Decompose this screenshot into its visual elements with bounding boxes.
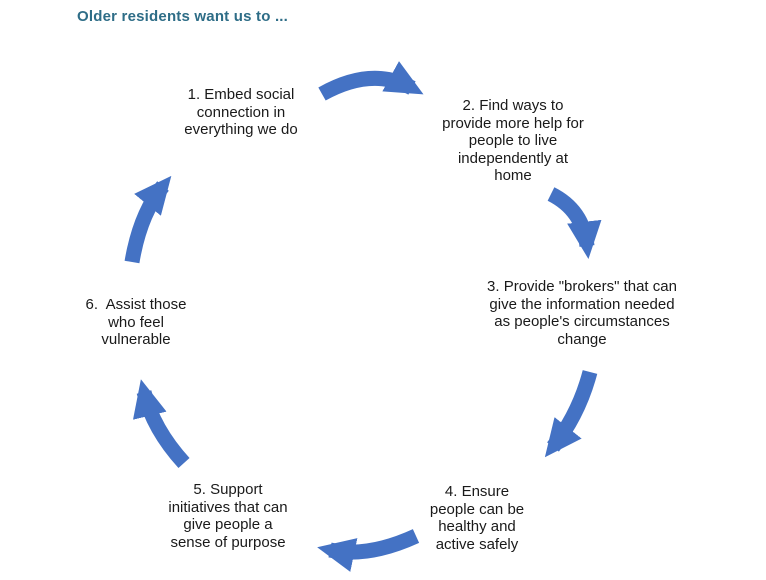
curved-arrow-5-to-6-icon [133,379,190,469]
cycle-step-1: 1. Embed social connection in everything… [184,86,298,138]
cycle-step-2: 2. Find ways to provide more help for pe… [442,97,584,184]
cycle-step-4: 4. Ensure people can be healthy and acti… [429,483,525,553]
curved-arrow-2-to-3-icon [547,187,602,260]
cycle-step-5: 5. Support initiatives that can give peo… [168,481,288,551]
cycle-step-6: 6. Assist those who feel vulnerable [85,296,187,348]
page-title: Older residents want us to ... [77,8,289,25]
cycle-step-3: 3. Provide "brokers" that can give the i… [487,278,677,348]
curved-arrow-3-to-4-icon [544,370,598,458]
curved-arrow-6-to-1-icon [124,175,172,264]
